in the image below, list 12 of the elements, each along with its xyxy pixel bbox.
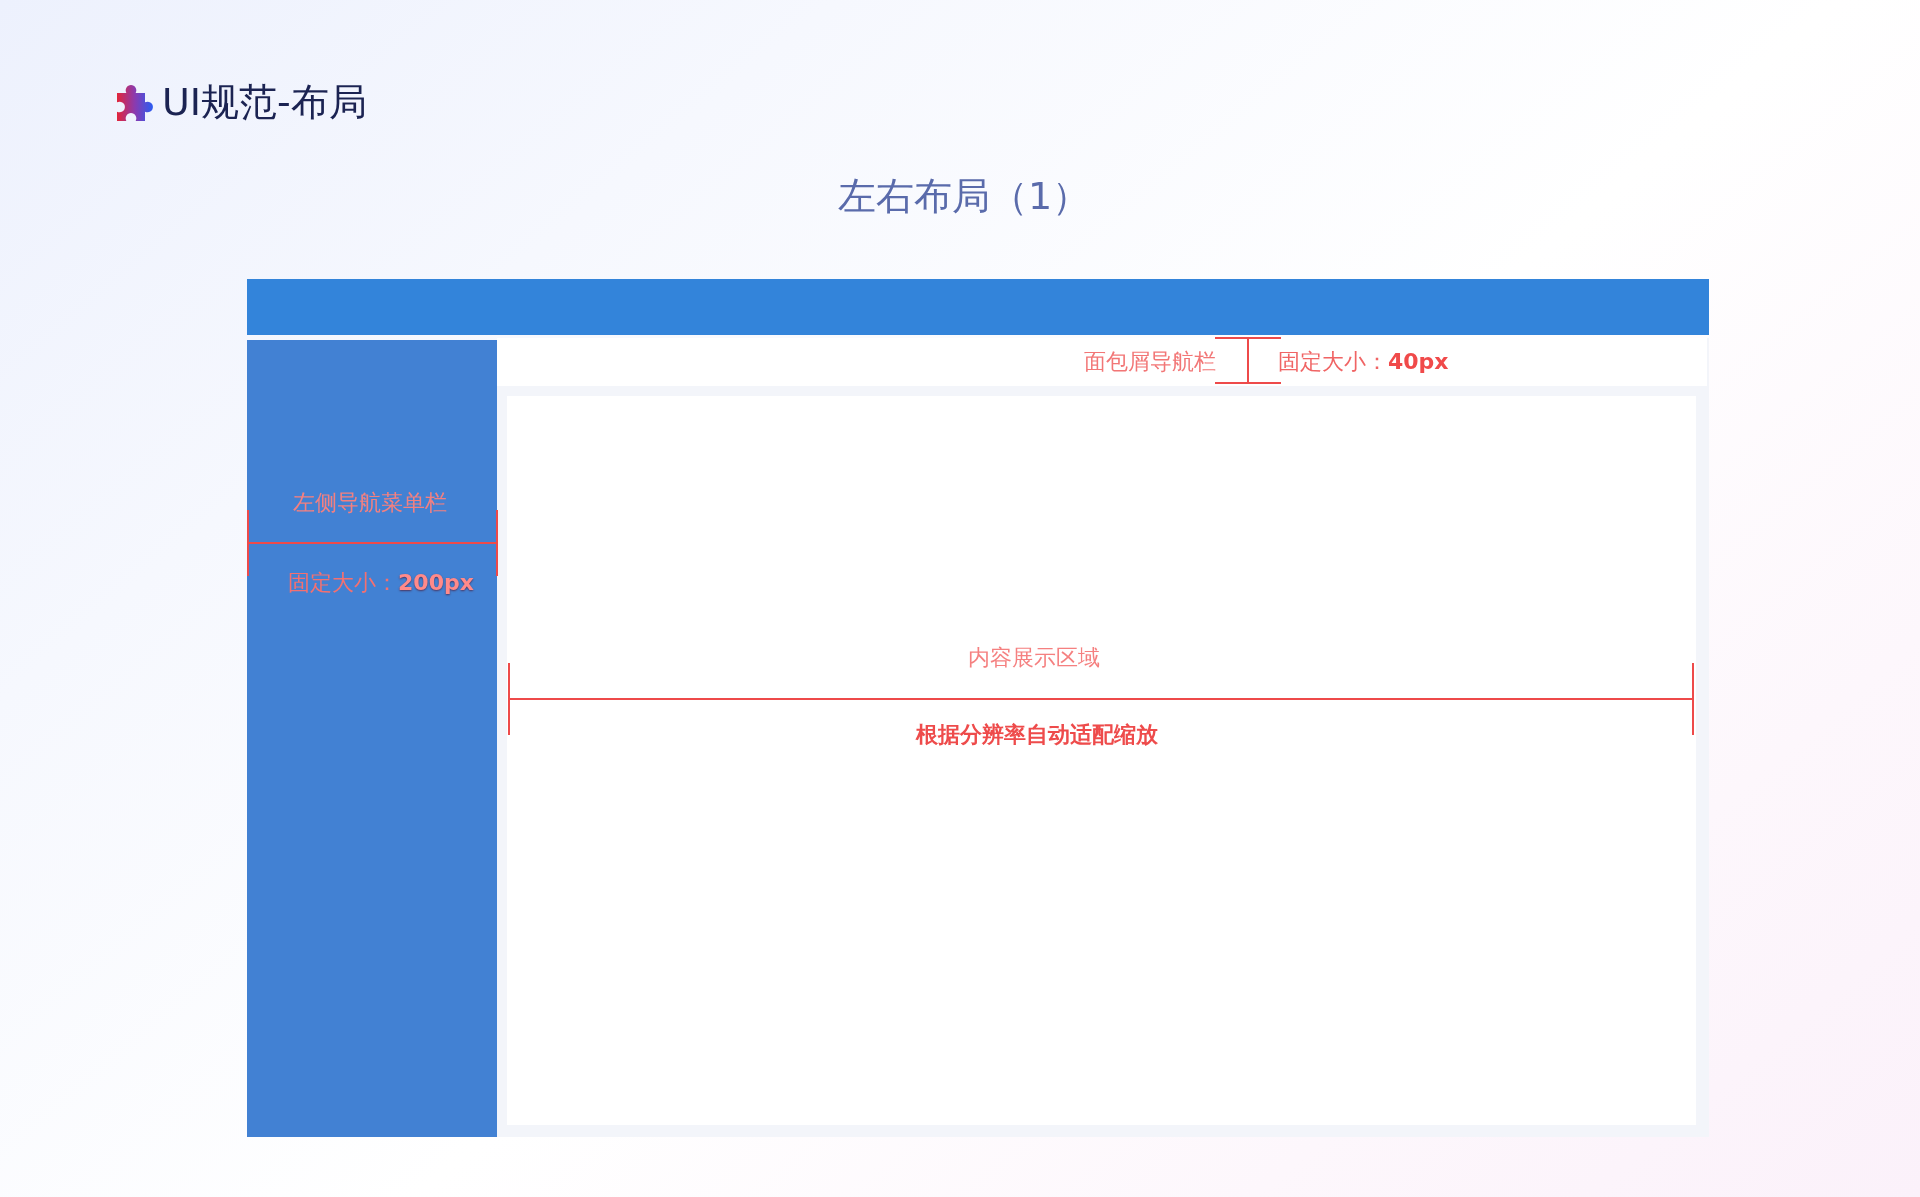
- header-bar: [247, 279, 1709, 335]
- page-title: UI规范-布局: [162, 80, 367, 126]
- region-label: 内容展示区域: [968, 644, 1100, 672]
- scaling-note: 根据分辨率自动适配缩放: [916, 721, 1158, 749]
- region-label: 面包屑导航栏: [1084, 348, 1216, 376]
- region-label: 左侧导航菜单栏: [293, 489, 447, 517]
- sidebar-panel: [247, 340, 497, 1137]
- content-area: [507, 396, 1696, 1125]
- size-note: 固定大小：40px: [1278, 348, 1449, 376]
- size-note: 固定大小：200px: [288, 569, 474, 597]
- diagram-subtitle: 左右布局（1）: [837, 174, 1091, 220]
- breadcrumb-bar: [497, 338, 1707, 386]
